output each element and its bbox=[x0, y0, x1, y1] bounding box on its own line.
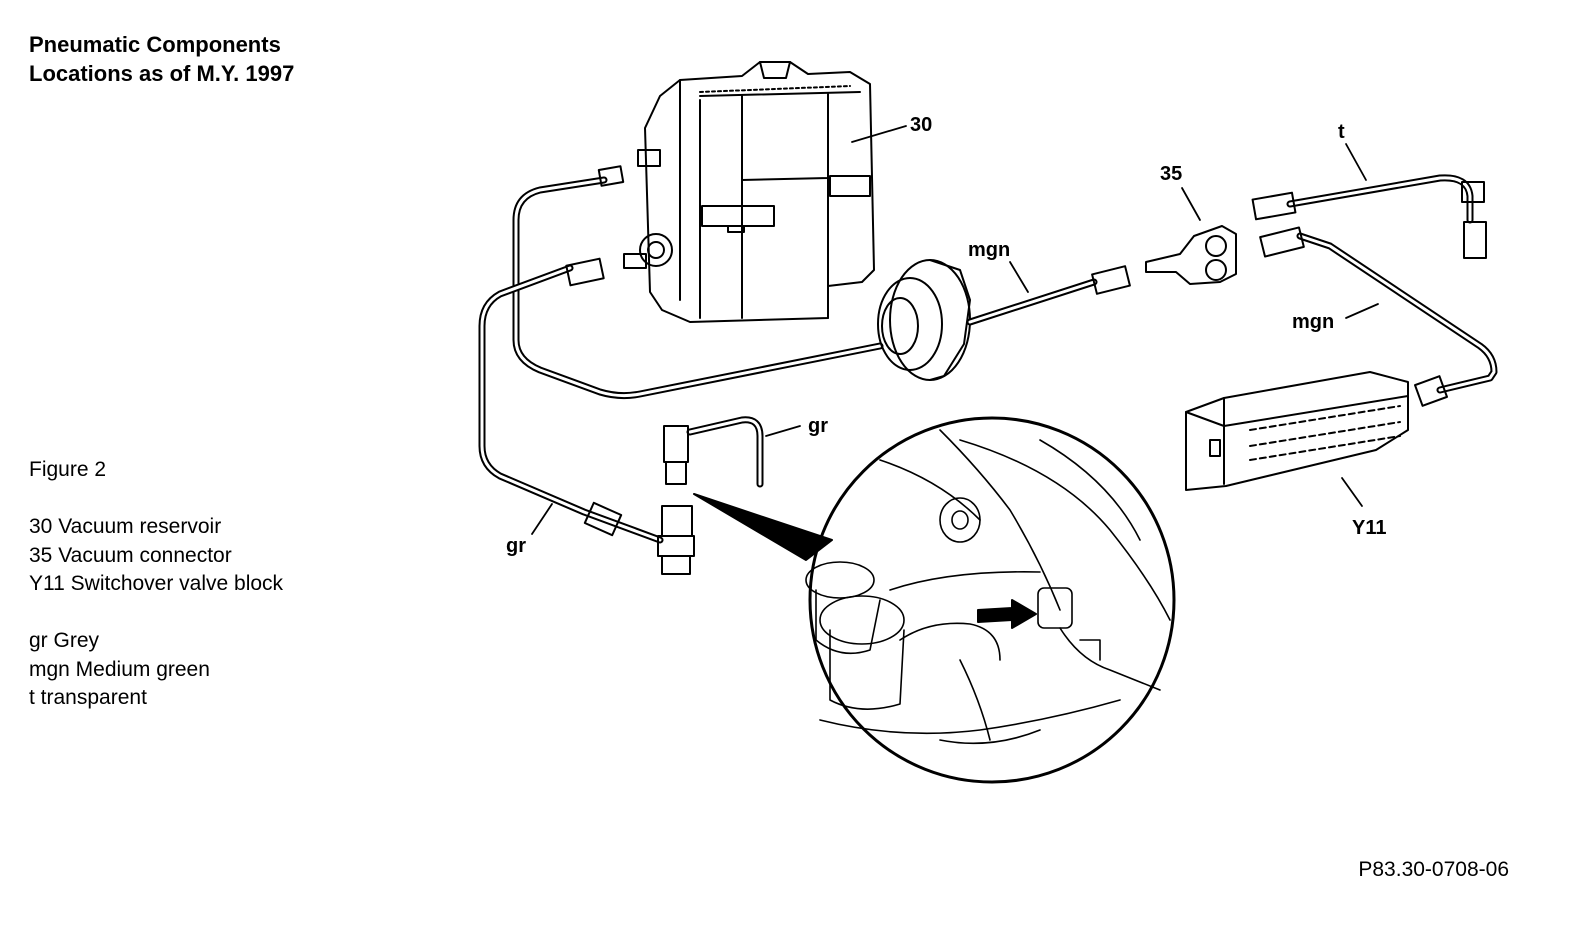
leader-gr-left bbox=[531, 503, 553, 535]
legend-item-35: 35 Vacuum connector bbox=[29, 543, 232, 567]
legend-color-gr: gr Grey bbox=[29, 629, 100, 652]
detail-circle bbox=[808, 416, 1176, 784]
legend-color-mgn: mgn Medium green bbox=[29, 657, 210, 681]
title-line-2: Locations as of M.Y. 1997 bbox=[29, 61, 295, 86]
vacuum-line-grey bbox=[478, 264, 664, 544]
detail-arrow bbox=[977, 599, 1037, 629]
leader-t bbox=[1345, 143, 1367, 181]
vacuum-switch bbox=[657, 505, 695, 575]
switchover-valve-block bbox=[1185, 371, 1409, 491]
title-line-1: Pneumatic Components bbox=[29, 32, 281, 57]
callout-gr-center: gr bbox=[808, 415, 828, 437]
leader-35 bbox=[1181, 187, 1201, 221]
leader-30 bbox=[851, 125, 907, 143]
leader-mgn-center bbox=[1009, 261, 1029, 293]
figure-number: Figure 2 bbox=[29, 458, 107, 481]
legend-item-y11: Y11 Switchover valve block bbox=[29, 572, 284, 595]
leader-mgn-right bbox=[1345, 303, 1379, 319]
leader-y11 bbox=[1341, 477, 1363, 507]
vacuum-line-loop bbox=[512, 176, 884, 400]
callout-gr-left: gr bbox=[506, 535, 526, 557]
callout-35: 35 bbox=[1160, 163, 1182, 185]
callout-t: t bbox=[1338, 121, 1345, 143]
legend-color-t: t transparent bbox=[29, 686, 147, 709]
legend: Figure 2 30 Vacuum reservoir 35 Vacuum c… bbox=[29, 456, 283, 713]
callout-y11: Y11 bbox=[1352, 517, 1386, 539]
leader-gr-center bbox=[765, 425, 801, 437]
vacuum-reservoir bbox=[623, 61, 875, 323]
figure-title: Pneumatic Components Locations as of M.Y… bbox=[29, 30, 294, 88]
detail-pointer bbox=[693, 493, 833, 561]
legend-item-30: 30 Vacuum reservoir bbox=[29, 515, 222, 538]
detail-engine-bay bbox=[805, 429, 1171, 745]
callout-30: 30 bbox=[910, 114, 932, 136]
callout-mgn-right: mgn bbox=[1292, 311, 1334, 333]
brake-booster bbox=[877, 259, 971, 381]
callout-mgn-center: mgn bbox=[968, 239, 1010, 261]
vacuum-connector bbox=[1145, 225, 1237, 285]
figure-code: P83.30-0708-06 bbox=[1358, 858, 1509, 881]
